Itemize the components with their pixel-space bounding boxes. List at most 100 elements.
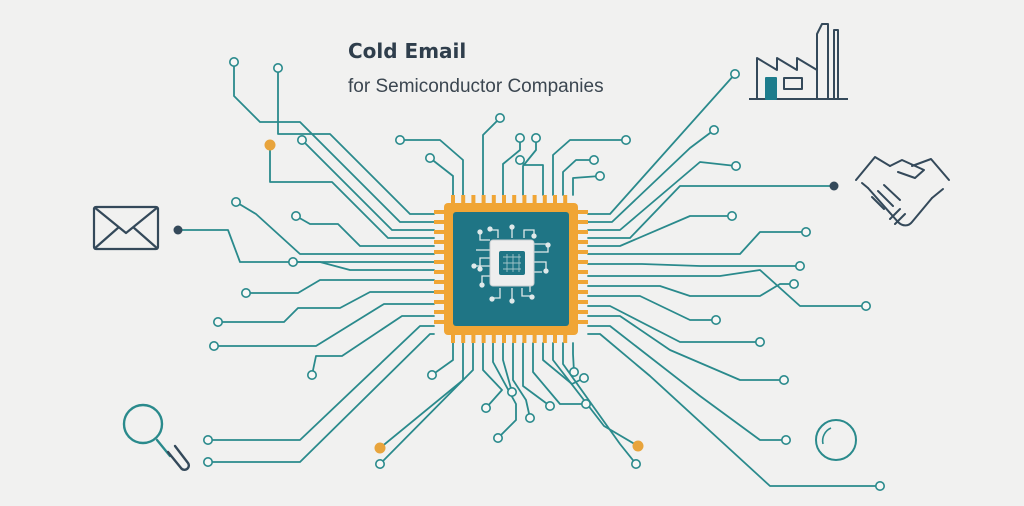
chip-pin xyxy=(576,210,588,214)
chip-pin xyxy=(434,300,446,304)
circuit-node xyxy=(272,62,283,73)
chip-pin xyxy=(491,195,496,205)
chip-pin xyxy=(532,333,537,343)
circuit-node xyxy=(568,366,579,377)
circuit-trace xyxy=(587,185,835,239)
chip-pin xyxy=(434,290,446,294)
circuit-node xyxy=(424,153,435,164)
accent-node xyxy=(374,442,386,454)
circuit-node xyxy=(394,135,405,146)
chip-pin xyxy=(434,220,446,224)
circuit-trace xyxy=(245,279,435,294)
envelope-icon xyxy=(92,205,160,251)
chip-pin xyxy=(522,195,527,205)
circuit-trace xyxy=(207,333,435,463)
circuit-node xyxy=(710,314,721,325)
circuit-node xyxy=(800,227,811,238)
circuit-trace xyxy=(399,139,464,196)
circuit-node xyxy=(213,316,224,327)
circuit-trace xyxy=(301,139,435,231)
circuit-trace xyxy=(292,261,435,271)
terminal-node xyxy=(173,225,183,235)
circuit-node xyxy=(494,113,505,124)
circuit-node xyxy=(874,480,885,491)
chip-pin xyxy=(576,300,588,304)
circuit-node xyxy=(780,434,791,445)
circuit-trace xyxy=(269,144,435,239)
chip-pin xyxy=(491,333,496,343)
chip-pin xyxy=(542,333,547,343)
circuit-trace xyxy=(512,342,531,419)
handshake-icon xyxy=(855,156,950,227)
circuit-node xyxy=(231,197,242,208)
circuit-node xyxy=(630,458,641,469)
circuit-node xyxy=(506,386,517,397)
circuit-node xyxy=(754,336,765,347)
chip-pin xyxy=(563,195,568,205)
circuit-node xyxy=(480,402,491,413)
circuit-trace xyxy=(295,215,435,247)
circuit-trace xyxy=(502,137,521,196)
circuit-trace xyxy=(492,342,517,439)
circuit-node xyxy=(229,56,240,67)
chip-pin xyxy=(471,195,476,205)
circuit-trace xyxy=(502,342,513,393)
circuit-trace xyxy=(587,231,807,255)
chip-pin xyxy=(532,195,537,205)
accent-node xyxy=(632,440,644,452)
chip-pin xyxy=(434,240,446,244)
circuit-trace xyxy=(572,175,601,196)
circuit-trace xyxy=(562,342,637,465)
circuit-trace xyxy=(552,139,627,196)
circuit-trace xyxy=(311,315,435,376)
circuit-trace xyxy=(587,295,717,321)
bubble-icon xyxy=(815,419,857,461)
chip-pins xyxy=(434,195,588,343)
chip-pin xyxy=(481,195,486,205)
circuit-node xyxy=(514,155,525,166)
circuit-trace xyxy=(587,325,787,441)
circuit-node xyxy=(578,372,589,383)
circuit-node xyxy=(306,369,317,380)
circuit-node xyxy=(620,135,631,146)
circuit-trace xyxy=(379,342,464,449)
circuit-trace xyxy=(429,157,454,196)
circuit-trace xyxy=(522,137,537,196)
chip-pin xyxy=(576,270,588,274)
chip-pin xyxy=(576,290,588,294)
circuit-trace xyxy=(482,342,503,409)
chip-inner-circuit xyxy=(471,224,551,304)
circuit-node xyxy=(588,155,599,166)
circuit-trace xyxy=(587,73,736,215)
circuit-node xyxy=(203,456,214,467)
circuit-node xyxy=(209,340,220,351)
chip-pin xyxy=(576,250,588,254)
circuit-node xyxy=(788,278,799,289)
chip-pin xyxy=(576,280,588,284)
circuit-trace xyxy=(431,342,454,376)
circuit-node xyxy=(544,400,555,411)
microchip-icon xyxy=(434,195,588,343)
chip-pin xyxy=(563,333,568,343)
circuit-node xyxy=(594,171,605,182)
circuit-trace xyxy=(217,291,435,323)
chip-pin xyxy=(576,310,588,314)
circuit-trace xyxy=(587,215,733,247)
chip-pin xyxy=(434,280,446,284)
circuit-node xyxy=(374,458,385,469)
chip-pin xyxy=(576,260,588,264)
circuit-node xyxy=(580,398,591,409)
chip-pin xyxy=(512,333,517,343)
chip-pin xyxy=(553,333,557,343)
chip-pin xyxy=(576,230,588,234)
chip-pin xyxy=(576,220,588,224)
circuit-trace xyxy=(572,342,575,373)
chip-pin xyxy=(471,333,476,343)
chip-pin xyxy=(434,310,446,314)
circuit-trace xyxy=(235,201,435,255)
circuit-node xyxy=(514,133,525,144)
circuit-node xyxy=(241,287,252,298)
chip-pin xyxy=(461,333,466,343)
circuit-trace xyxy=(532,342,587,405)
